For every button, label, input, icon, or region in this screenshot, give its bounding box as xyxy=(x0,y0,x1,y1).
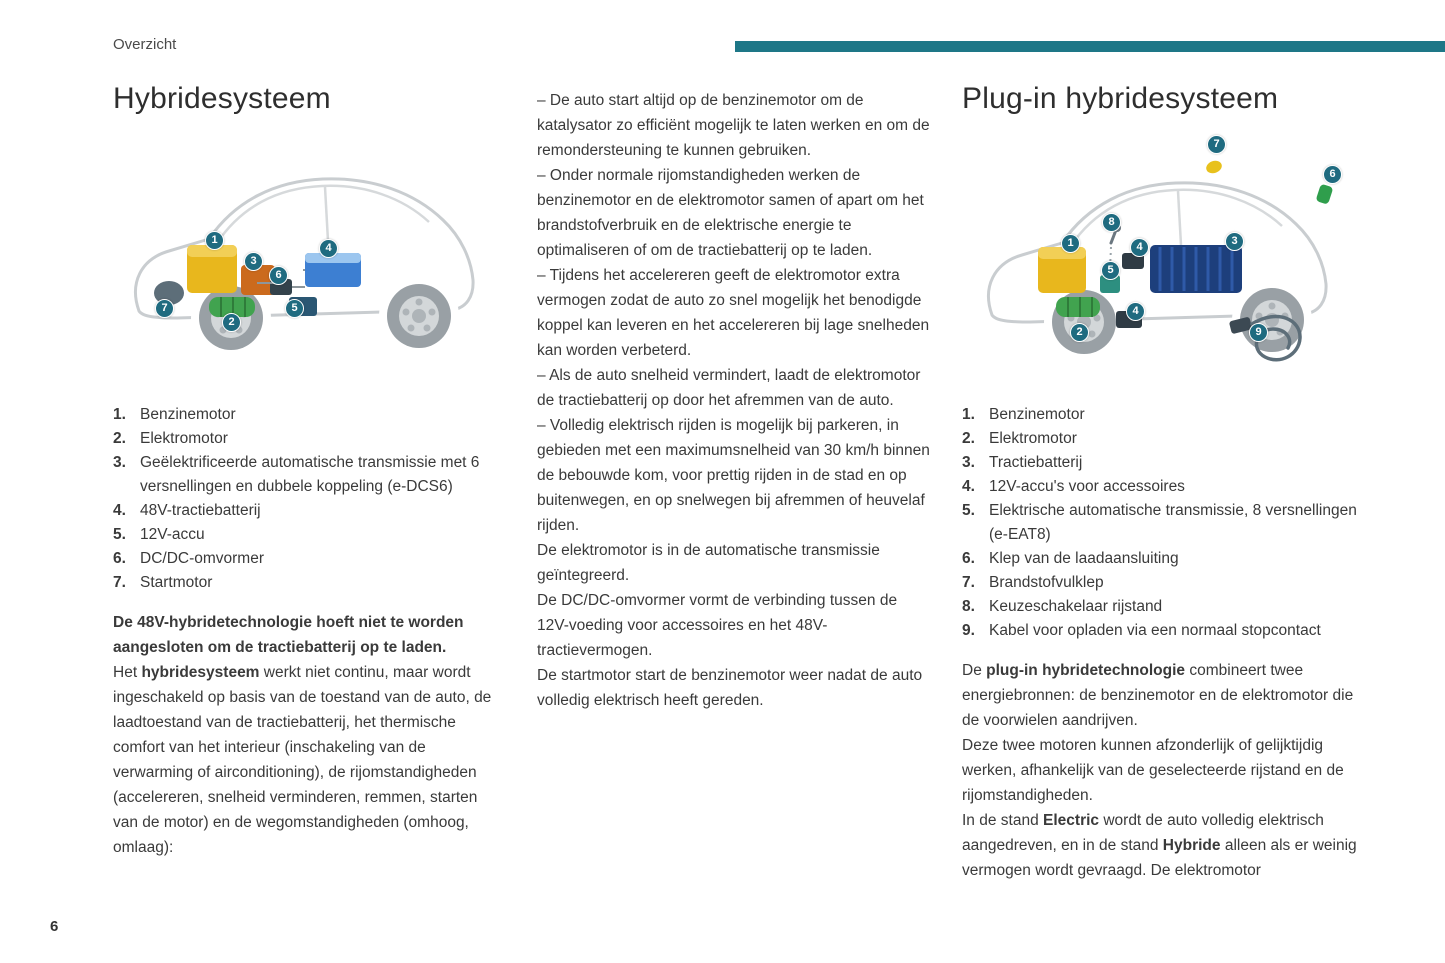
part-badge-2: 2 xyxy=(1070,322,1089,342)
car-illustration xyxy=(134,176,475,358)
parts-legend: 1.Benzinemotor 2.Elektromotor 3.Tractieb… xyxy=(962,403,1360,643)
part-badge-5: 5 xyxy=(285,298,304,318)
legend-item: 4.12V-accu's voor accessoires xyxy=(962,477,1185,495)
page-title: Hybridesysteem xyxy=(113,82,331,115)
charge-flap xyxy=(1316,184,1333,204)
traction-battery-48v-top xyxy=(305,252,361,263)
part-badge-7: 7 xyxy=(155,298,174,318)
intro-text: De 48V-hybridetechnologie hoeft niet te … xyxy=(113,610,501,860)
traction-battery xyxy=(1150,244,1242,293)
glasshouse-line xyxy=(215,184,430,244)
legend-item: 9.Kabel voor opladen via een normaal sto… xyxy=(962,621,1321,639)
section-title: Plug-in hybridesysteem xyxy=(962,82,1279,115)
plugin-hybrid-diagram: 1 2 3 4 4 5 6 7 8 9 xyxy=(962,125,1360,397)
page-number: 6 xyxy=(50,918,59,935)
legend-item: 7.Brandstofvulklep xyxy=(962,573,1104,591)
part-badge-6: 6 xyxy=(1323,164,1342,184)
column-hybridesysteem: Hybridesysteem xyxy=(113,82,501,860)
part-badge-9: 9 xyxy=(1249,322,1268,342)
legend-item: 4.48V-tractiebatterij xyxy=(113,501,261,519)
part-badge-8: 8 xyxy=(1102,212,1121,232)
rear-wheel xyxy=(379,275,459,356)
part-badge-4a: 4 xyxy=(1130,237,1149,257)
legend-item: 6.DC/DC-omvormer xyxy=(113,549,264,567)
paragraph: Deze twee motoren kunnen afzonderlijk of… xyxy=(962,736,1344,804)
breadcrumb: Overzicht xyxy=(113,36,177,53)
paragraph: Het hybridesysteem werkt niet continu, m… xyxy=(113,663,492,856)
legend-item: 3.Geëlektrificeerde automatische transmi… xyxy=(113,453,480,495)
window-divider xyxy=(1176,190,1183,245)
plugin-intro-text: De plug-in hybridetechnologie combineert… xyxy=(962,658,1360,883)
part-badge-4b: 4 xyxy=(1126,301,1145,321)
bullet-paragraph: – Onder normale rijomstandigheden werken… xyxy=(537,167,924,259)
legend-item: 8.Keuzeschakelaar rijstand xyxy=(962,597,1163,615)
front-wheel xyxy=(1044,281,1124,362)
part-badge-3: 3 xyxy=(244,251,263,271)
paragraph: De DC/DC-omvormer vormt de verbinding tu… xyxy=(537,592,898,659)
accessory-battery-front xyxy=(1122,252,1144,269)
legend-item: 7.Startmotor xyxy=(113,573,213,591)
transmission xyxy=(241,264,275,295)
legend-item: 6.Klep van de laadaansluiting xyxy=(962,549,1179,567)
charging-cable xyxy=(1229,314,1302,362)
column-plugin-hybridesysteem: Plug-in hybridesysteem xyxy=(962,82,1360,883)
paragraph: De startmotor start de benzinemotor weer… xyxy=(537,667,923,709)
bullet-paragraph: – Tijdens het accelereren geeft de elekt… xyxy=(537,267,930,359)
part-badge-2: 2 xyxy=(222,312,241,332)
part-badge-4: 4 xyxy=(319,238,338,258)
legend-item: 5.12V-accu xyxy=(113,525,205,543)
part-badge-1: 1 xyxy=(205,230,224,250)
hybrid-system-diagram: 1 2 3 4 5 6 7 xyxy=(113,125,501,397)
legend-item: 2.Elektromotor xyxy=(113,429,228,447)
transmission-eat8 xyxy=(1100,274,1120,293)
paragraph: De elektromotor is in de automatische tr… xyxy=(537,542,880,584)
part-badge-7: 7 xyxy=(1207,134,1226,154)
bullet-paragraph: – Als de auto snelheid vermindert, laadt… xyxy=(537,367,921,409)
part-badge-6: 6 xyxy=(269,265,288,285)
header-accent-bar xyxy=(735,41,1445,52)
window-divider xyxy=(323,186,330,241)
bullet-paragraph: – Volledig elektrisch rijden is mogelijk… xyxy=(537,417,930,534)
part-badge-1: 1 xyxy=(1061,233,1080,253)
part-badge-5: 5 xyxy=(1101,260,1120,280)
fuel-filler-cap xyxy=(1206,160,1222,173)
legend-item: 1.Benzinemotor xyxy=(962,405,1085,423)
column-hybrid-details: – De auto start altijd op de benzinemoto… xyxy=(537,88,933,713)
legend-item: 1.Benzinemotor xyxy=(113,405,236,423)
paragraph-bold: De 48V-hybridetechnologie hoeft niet te … xyxy=(113,613,464,656)
paragraph: De plug-in hybridetechnologie combineert… xyxy=(962,661,1354,729)
paragraph: In de stand Electric wordt de auto volle… xyxy=(962,811,1357,879)
petrol-engine-top xyxy=(187,244,237,257)
part-badge-3: 3 xyxy=(1225,231,1244,251)
electric-motor xyxy=(1056,296,1100,317)
parts-legend: 1.Benzinemotor 2.Elektromotor 3.Geëlektr… xyxy=(113,403,501,595)
legend-item: 3.Tractiebatterij xyxy=(962,453,1083,471)
bullet-paragraph: – De auto start altijd op de benzinemoto… xyxy=(537,92,930,159)
legend-item: 5.Elektrische automatische transmissie, … xyxy=(962,501,1357,543)
legend-item: 2.Elektromotor xyxy=(962,429,1077,447)
car-illustration xyxy=(987,160,1333,362)
glasshouse-line xyxy=(1068,188,1283,248)
